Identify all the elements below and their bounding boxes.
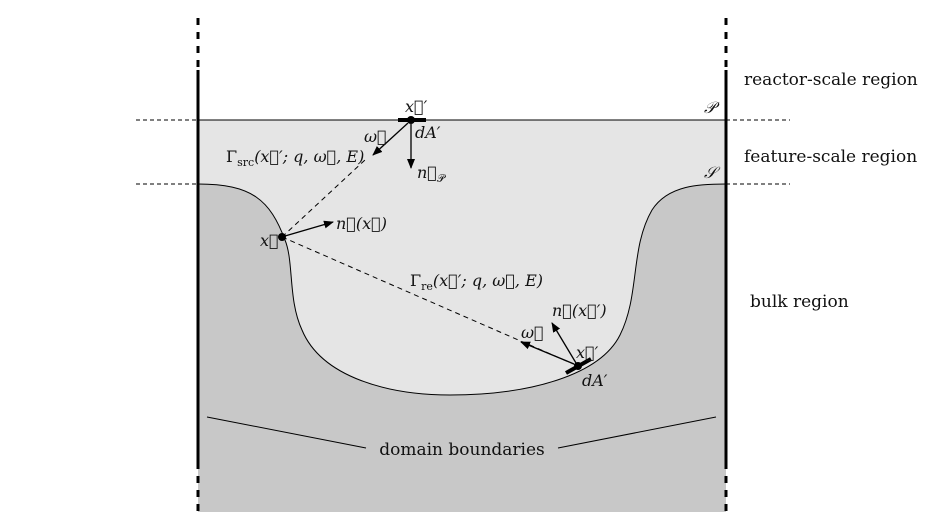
domain-boundaries-label: domain boundaries (379, 440, 545, 460)
bulk-region-label: bulk region (750, 292, 849, 312)
bulk-region-fill (198, 184, 726, 512)
source-flux-label: Γsrc(x⃗′; q, ω⃗, E) (226, 147, 364, 169)
target-point-label: x⃗ (260, 231, 279, 250)
plane-p-label: 𝒫 (704, 98, 720, 117)
reemission-area-label: dA′ (582, 371, 608, 390)
reemission-flux-subscript: re (421, 280, 433, 293)
target-normal-label: n⃗(x⃗) (336, 214, 387, 233)
source-normal-label: n⃗𝒫 (417, 163, 447, 185)
reemission-flux-args: (x⃗′; q, ω⃗, E) (433, 271, 543, 290)
source-normal-subscript: 𝒫 (437, 172, 447, 185)
boundary-pointer-right (557, 416, 717, 449)
feature-region-label: feature-scale region (744, 147, 917, 167)
source-direction-label: ω⃗ (364, 127, 387, 146)
target-normal-arrow (284, 220, 334, 237)
target-point (278, 233, 286, 241)
reemission-normal-arrow (551, 322, 577, 364)
source-flux-symbol: Γ (226, 147, 237, 166)
source-direction-arrow (372, 122, 409, 156)
reemission-direction-label: ω⃗ (521, 323, 544, 342)
source-ray (281, 159, 366, 238)
reemission-point (574, 362, 582, 370)
surface-s (197, 183, 727, 396)
reemission-point-label: x⃗′ (576, 343, 599, 362)
source-flux-subscript: src (237, 156, 254, 169)
reemission-normal-label: n⃗(x⃗′) (552, 301, 607, 320)
source-point (407, 116, 415, 124)
reactor-region-label: reactor-scale region (744, 70, 918, 90)
reemission-flux-label: Γre(x⃗′; q, ω⃗, E) (410, 271, 543, 293)
boundary-pointer-left (206, 416, 367, 449)
source-area-label: dA′ (415, 123, 441, 142)
source-flux-args: (x⃗′; q, ω⃗, E) (254, 147, 364, 166)
reemission-direction-arrow (520, 341, 575, 365)
source-point-label: x⃗′ (405, 97, 428, 116)
source-normal-symbol: n⃗ (417, 163, 437, 182)
reemission-flux-symbol: Γ (410, 271, 421, 290)
